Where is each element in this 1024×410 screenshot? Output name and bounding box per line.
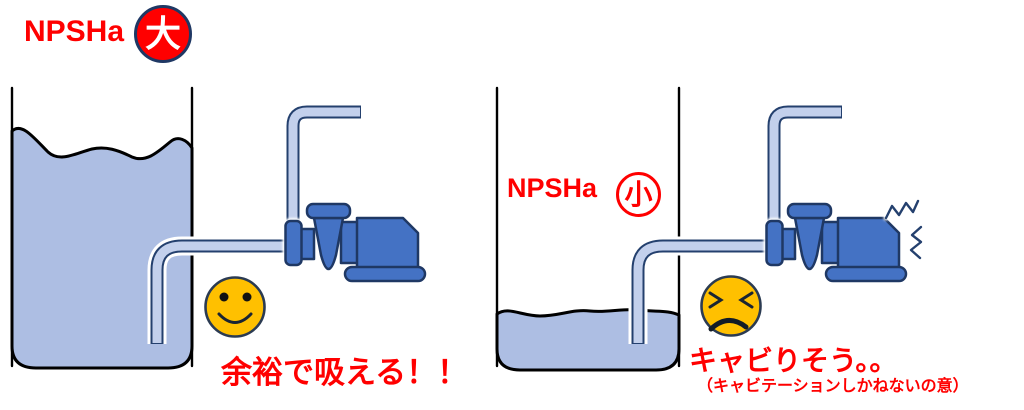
right-scene — [495, 86, 923, 372]
npsha-large-badge: 大 — [134, 5, 192, 63]
npsha-small-badge: 小 — [616, 172, 661, 217]
right-pump-flange — [765, 219, 784, 267]
right-discharge-pipe — [764, 102, 842, 230]
left-tank-water — [10, 127, 194, 370]
right-suction-pipe — [628, 236, 781, 344]
left-pump-flange — [284, 219, 303, 267]
left-pump — [284, 202, 427, 283]
right-caption-note: （キャビテーションしかねないの意） — [697, 378, 969, 395]
right-tank-water — [495, 308, 681, 372]
right-caption: キャビりそう。。 — [689, 345, 898, 376]
right-pump-casing — [820, 220, 841, 265]
left-pump-motor — [355, 216, 420, 271]
left-pump-base — [343, 265, 427, 283]
right-pump-base — [824, 265, 908, 283]
npsha-small-label: NPSHa — [507, 173, 598, 203]
left-discharge-pipe — [283, 102, 361, 230]
left-suction-pipe — [147, 236, 300, 344]
npsha-large-label: NPSHa — [24, 15, 125, 48]
happy-face-icon — [204, 276, 266, 338]
left-scene — [10, 86, 427, 370]
right-pump-top-cap — [786, 202, 833, 220]
right-pump-impeller-cone — [793, 216, 826, 271]
right-tank — [495, 86, 681, 372]
vibration-squiggle-icon — [884, 199, 923, 260]
left-tank — [10, 86, 194, 370]
right-pump-motor — [836, 216, 901, 271]
left-pump-impeller-cone — [312, 216, 345, 271]
left-pump-top-cap — [305, 202, 352, 220]
left-caption: 余裕で吸える！！ — [221, 355, 469, 390]
left-pump-casing — [339, 220, 360, 265]
distressed-face-icon — [700, 275, 762, 337]
right-pump — [765, 202, 908, 283]
